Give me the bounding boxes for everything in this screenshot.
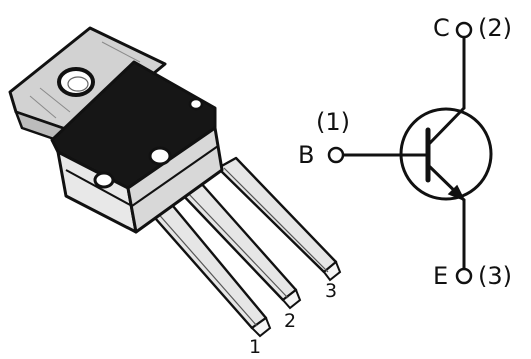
pin-label-3: 3 <box>325 280 338 302</box>
base-terminal <box>327 146 345 164</box>
collector-terminal <box>455 21 473 39</box>
emitter-pin-number: (3) <box>478 262 512 290</box>
pin-label-1: 1 <box>249 336 262 358</box>
emitter-letter: E <box>433 262 449 290</box>
emitter-arrow <box>447 184 466 202</box>
lead-1 <box>146 198 272 338</box>
npn-symbol <box>327 21 493 285</box>
plastic-body <box>50 60 224 234</box>
base-pin-number: (1) <box>316 108 350 136</box>
pin-label-2: 2 <box>284 310 297 332</box>
lead-3 <box>216 156 342 282</box>
collector-pin-number: (2) <box>478 14 512 42</box>
base-letter: B <box>298 141 315 169</box>
collector-letter: C <box>433 14 450 42</box>
emitter-terminal <box>455 267 473 285</box>
